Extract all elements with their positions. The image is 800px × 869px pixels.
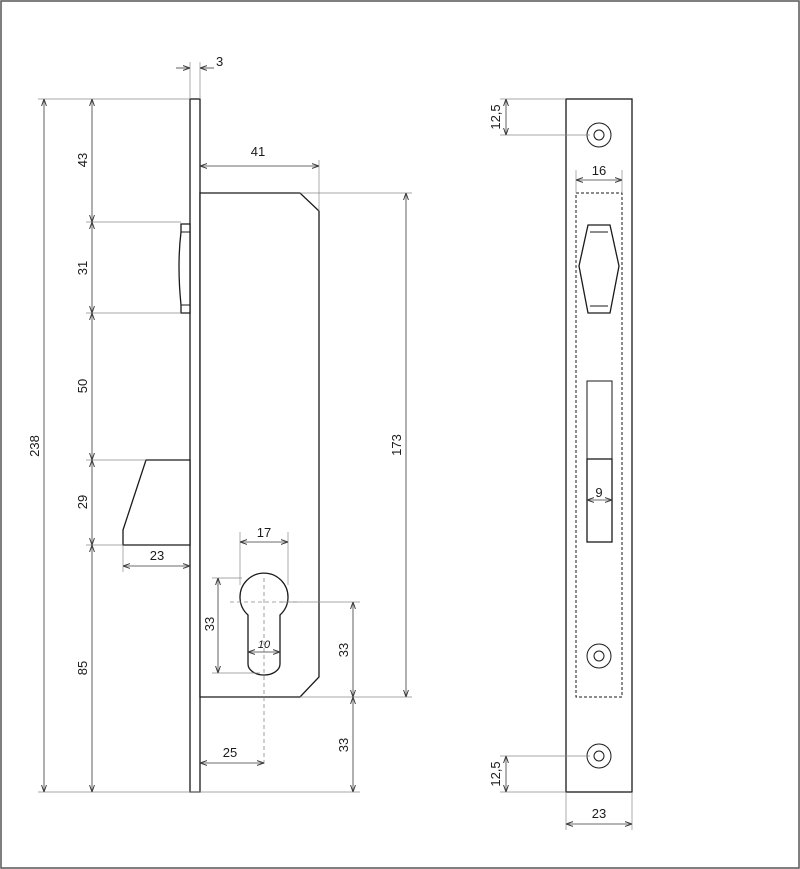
dim-bolt-throw: 23 (150, 548, 164, 563)
dim-top-to-latch: 43 (75, 153, 90, 167)
dim-case-depth: 41 (251, 144, 265, 159)
faceplate-side (189, 98, 201, 793)
dim-bolt-slot-width: 9 (595, 485, 602, 500)
dim-total-height: 238 (27, 435, 42, 457)
dim-screw-top-offset: 12,5 (488, 104, 503, 129)
latch (178, 223, 191, 314)
dim-screw-bottom-offset: 12,5 (488, 761, 503, 786)
side-view: 3 41 238 43 31 50 29 85 173 23 17 33 10 … (27, 54, 412, 793)
dim-case-bottom-to-plate: 33 (336, 738, 351, 752)
dim-faceplate-width: 23 (592, 806, 606, 821)
dim-bolt-height: 29 (75, 495, 90, 509)
bolt-slot-front (586, 380, 613, 460)
deadbolt (122, 459, 191, 546)
dim-latch-to-bolt: 50 (75, 379, 90, 393)
dim-cylinder-to-case-bottom: 33 (336, 643, 351, 657)
dim-inner-width: 16 (592, 163, 606, 178)
dim-bolt-to-bottom: 85 (75, 661, 90, 675)
latch-front (578, 224, 620, 314)
case-outline-hidden (575, 192, 623, 698)
dim-cylinder-slot: 10 (258, 639, 271, 651)
dim-cylinder-height: 33 (202, 617, 217, 631)
deadbolt-front (586, 458, 613, 543)
dim-cylinder-width: 17 (257, 525, 271, 540)
dim-latch-height: 31 (75, 261, 90, 275)
dim-faceplate-thickness: 3 (216, 54, 223, 69)
front-view: 12,5 12,5 16 9 23 (488, 98, 633, 830)
dim-case-height: 173 (389, 434, 404, 456)
dim-backset: 25 (223, 745, 237, 760)
